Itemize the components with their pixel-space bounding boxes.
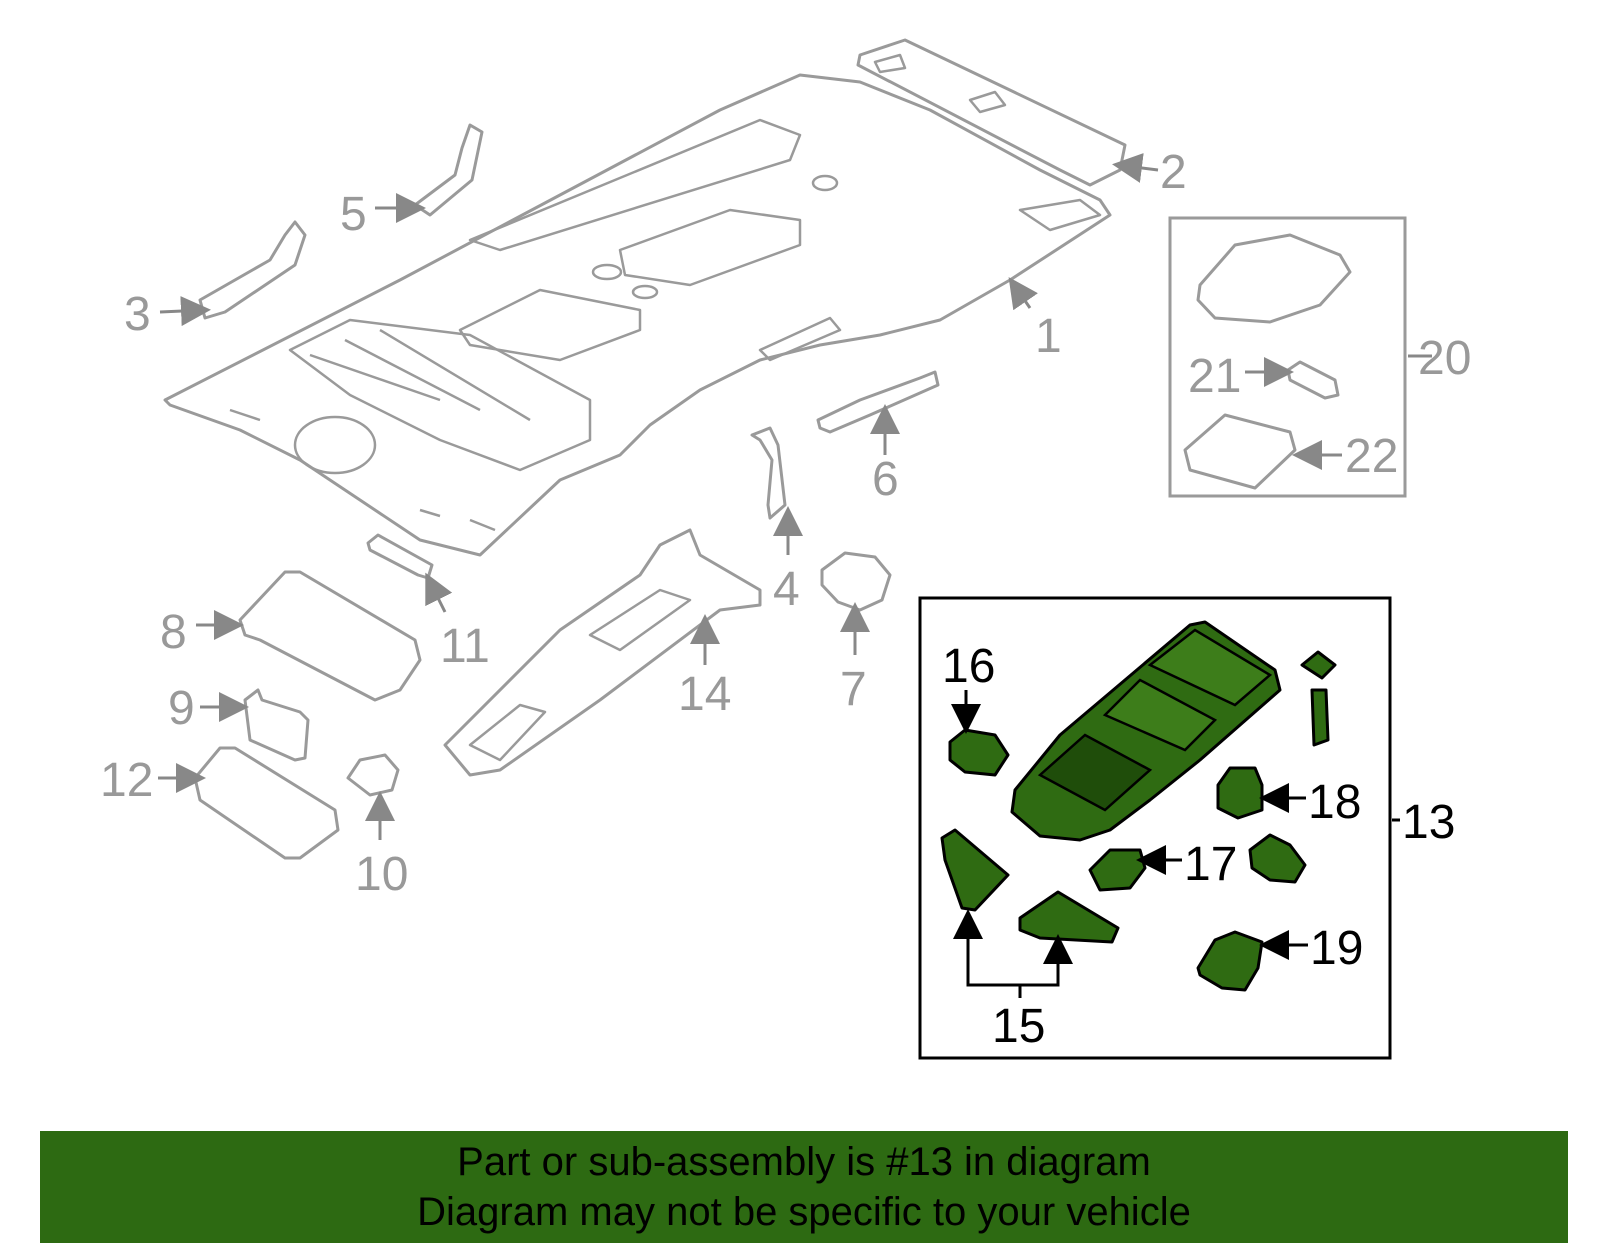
lens-part-15-b [1018,890,1120,944]
grab-handle-part-3 [198,220,307,320]
callout-4: 4 [773,563,800,616]
bulb-part-17-b [1248,833,1307,884]
lamp-housing [1196,233,1352,324]
pillar-trim-part-4 [750,426,787,520]
callout-21: 21 [1188,350,1241,403]
banner-line-1: Part or sub-assembly is #13 in diagram [457,1140,1151,1184]
lens-part-22 [1183,413,1297,490]
callout-19: 19 [1310,922,1363,975]
callout-17: 17 [1184,838,1237,891]
callout-5: 5 [340,188,367,241]
grab-handle-part-5 [413,123,484,217]
callout-1: 1 [1035,310,1062,363]
callout-16: 16 [942,640,995,693]
callout-arrows-dark [951,690,1400,998]
trim-part-6 [816,370,940,434]
callout-8: 8 [160,606,187,659]
callout-20: 20 [1418,332,1471,385]
callout-7: 7 [840,663,867,716]
callout-arrows [158,153,1432,840]
connector-part-19 [1196,930,1264,992]
bracket-part-7 [820,551,892,612]
clip-part-18 [1216,766,1264,820]
callout-3: 3 [124,288,151,341]
overhead-console-box-part-13 [918,596,1392,1060]
kit-box-part-20 [1168,216,1407,498]
bulb-part-21 [1286,360,1340,400]
pin-part [1300,650,1337,747]
callout-18: 18 [1308,776,1361,829]
callout-15: 15 [992,1000,1045,1053]
info-banner: Part or sub-assembly is #13 in diagram D… [40,1131,1568,1243]
callout-13: 13 [1402,796,1455,849]
console-part-14 [443,528,762,777]
callout-14: 14 [678,668,731,721]
callout-22: 22 [1345,430,1398,483]
clip-part-10 [346,753,400,797]
callout-6: 6 [872,453,899,506]
headliner-part-1 [163,73,1112,557]
callout-9: 9 [168,682,195,735]
rear-trim-part-2 [856,38,1127,187]
callout-11: 11 [440,620,490,673]
vanity-mirror-part-12 [193,746,340,860]
callout-2: 2 [1160,146,1187,199]
callout-10: 10 [355,848,408,901]
banner-line-2: Diagram may not be specific to your vehi… [417,1190,1191,1234]
mirror-cover-part-9 [243,688,310,762]
callout-12: 12 [100,754,153,807]
sun-visor-part-8 [238,570,422,702]
